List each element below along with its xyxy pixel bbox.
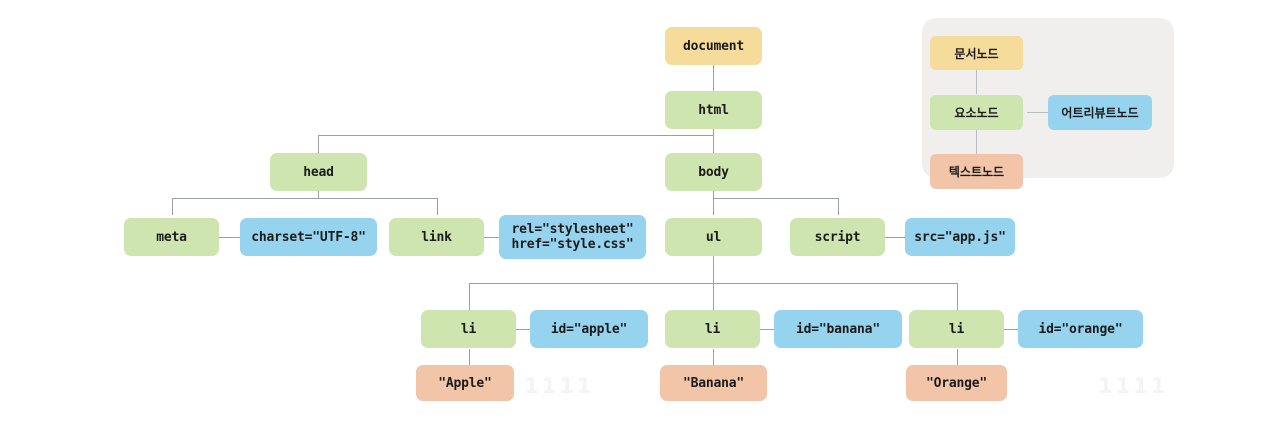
- legend-connector-elem-attr: [1027, 112, 1048, 113]
- connector-document-html: [713, 65, 714, 93]
- legend-connector-doc-elem: [976, 70, 977, 94]
- node-link-attributes[interactable]: rel="stylesheet" href="style.css": [499, 215, 646, 259]
- node-link[interactable]: link: [389, 218, 484, 256]
- legend-panel: 문서노드 요소노드 어트리뷰트노드 텍스트노드: [922, 18, 1174, 189]
- connector-ul-li-apple: [469, 283, 470, 310]
- connector-head-meta: [172, 198, 173, 215]
- node-html[interactable]: html: [665, 91, 762, 129]
- connector-body-script: [838, 198, 839, 215]
- connector-ul-li-orange: [957, 283, 958, 310]
- legend-document-node: 문서노드: [930, 36, 1023, 70]
- connector-script-attr: [885, 237, 905, 238]
- link-attr-rel: rel="stylesheet": [511, 222, 634, 237]
- connector-body-ul: [713, 198, 714, 215]
- link-attr-href: href="style.css": [511, 237, 634, 252]
- node-body[interactable]: body: [665, 153, 762, 191]
- node-li-apple-id-attribute[interactable]: id="apple": [530, 310, 648, 348]
- node-text-banana[interactable]: "Banana": [660, 365, 767, 401]
- connector-html-body: [713, 135, 714, 155]
- node-li-apple[interactable]: li: [421, 310, 516, 348]
- legend-text-node: 텍스트노드: [930, 154, 1023, 189]
- connector-head-link: [437, 198, 438, 215]
- node-script-src-attribute[interactable]: src="app.js": [905, 218, 1015, 256]
- node-li-orange[interactable]: li: [909, 310, 1004, 348]
- legend-attribute-node: 어트리뷰트노드: [1048, 95, 1152, 130]
- connector-head-down: [318, 190, 319, 198]
- connector-html-head: [318, 135, 319, 155]
- watermark-right: 1111: [1098, 374, 1169, 398]
- connector-li-orange-attr: [1004, 329, 1018, 330]
- node-head[interactable]: head: [270, 153, 367, 191]
- node-meta-charset-attribute[interactable]: charset="UTF-8": [240, 218, 377, 256]
- node-script[interactable]: script: [790, 218, 885, 256]
- node-li-banana[interactable]: li: [665, 310, 760, 348]
- connector-li-banana-text: [713, 349, 714, 366]
- node-document[interactable]: document: [665, 27, 762, 65]
- node-text-apple[interactable]: "Apple": [416, 365, 514, 401]
- connector-meta-attr: [219, 237, 240, 238]
- connector-link-attr: [484, 237, 499, 238]
- connector-ul-li-banana: [713, 283, 714, 310]
- connector-li-apple-text: [469, 349, 470, 366]
- watermark-left: 1111: [524, 374, 595, 398]
- node-li-orange-id-attribute[interactable]: id="orange": [1018, 310, 1143, 348]
- legend-connector-elem-text: [976, 130, 977, 154]
- connector-head-span: [172, 198, 437, 199]
- node-meta[interactable]: meta: [124, 218, 219, 256]
- node-li-banana-id-attribute[interactable]: id="banana": [774, 310, 902, 348]
- connector-html-down: [713, 128, 714, 135]
- connector-ul-down: [713, 255, 714, 283]
- connector-li-banana-attr: [760, 329, 774, 330]
- connector-li-apple-attr: [516, 329, 530, 330]
- connector-body-down: [713, 190, 714, 198]
- legend-element-node: 요소노드: [930, 95, 1023, 130]
- connector-body-span: [713, 198, 838, 199]
- connector-li-orange-text: [957, 349, 958, 366]
- connector-html-span: [318, 135, 714, 136]
- node-text-orange[interactable]: "Orange": [906, 365, 1007, 401]
- node-ul[interactable]: ul: [665, 218, 762, 256]
